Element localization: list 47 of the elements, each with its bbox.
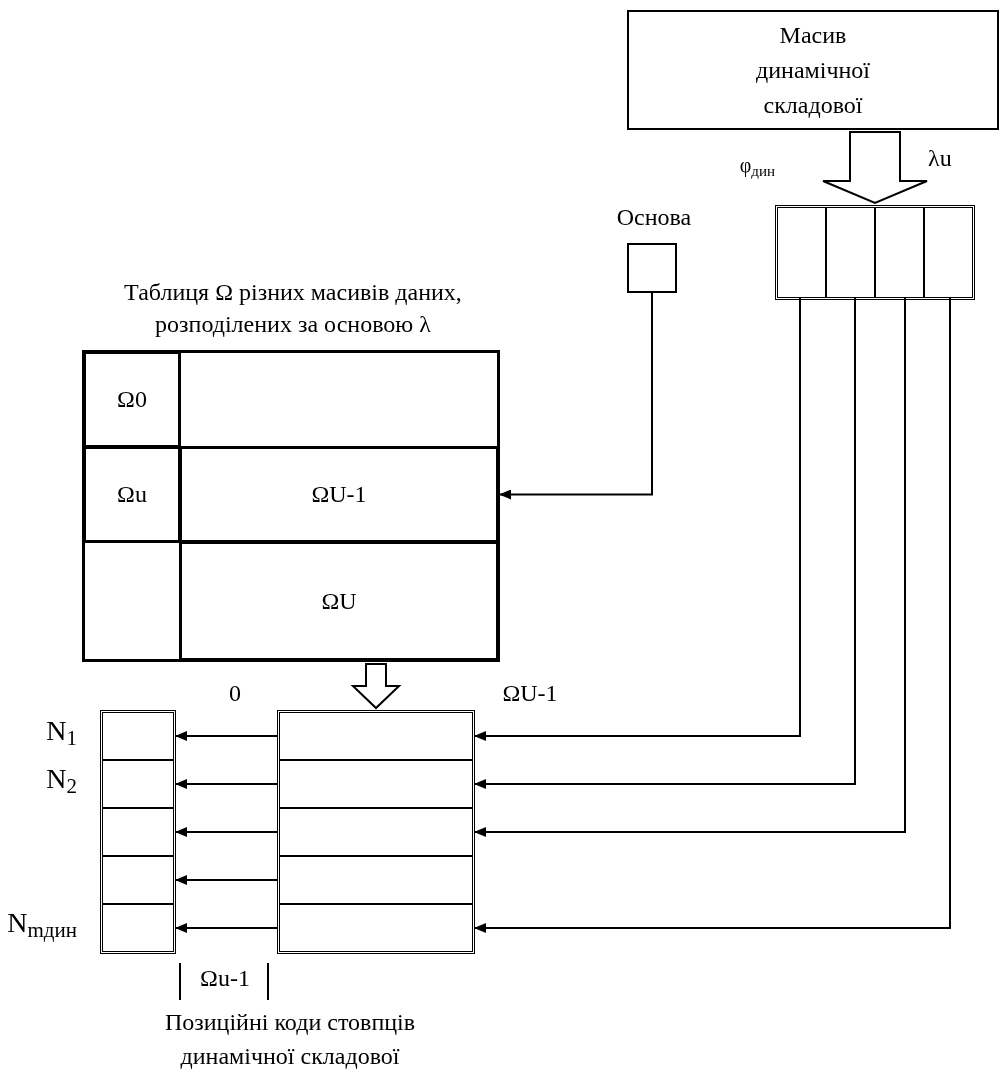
column-index-label: 0 xyxy=(228,679,242,708)
column-row xyxy=(279,808,473,856)
arrow xyxy=(175,875,278,885)
box-text: ΩU xyxy=(320,586,358,616)
hollow-arrow xyxy=(822,131,928,205)
heading-text: Основа xyxy=(615,203,693,232)
arrow xyxy=(499,292,653,500)
arrow xyxy=(175,779,278,789)
register-box xyxy=(775,205,975,300)
column-index-label: ΩU-1 xyxy=(501,679,559,708)
box-text: ΩU-1 xyxy=(310,480,368,509)
column-row xyxy=(279,712,473,760)
row-label: N$_{1}$ xyxy=(46,715,77,747)
column-row xyxy=(279,856,473,904)
table-cell xyxy=(84,447,180,542)
table-cell xyxy=(84,542,180,660)
box-text: Ωu xyxy=(116,480,148,509)
box-text: Ω0 xyxy=(116,385,148,414)
position-code-cell xyxy=(102,808,174,856)
arrow xyxy=(175,827,278,837)
hollow-arrow xyxy=(350,663,402,710)
row-label: N$_{2}$ xyxy=(46,763,77,795)
arrow xyxy=(175,923,278,933)
box-text: Масив динамічної складової xyxy=(755,20,871,120)
heading-text: Таблиця Ω різних масивів даних, розподілених за основою λ xyxy=(123,278,463,339)
phi-label: φ$_{дин}$ xyxy=(738,153,775,180)
register-cell xyxy=(826,207,875,298)
data-array-box xyxy=(627,10,999,130)
register-cell xyxy=(777,207,826,298)
register-cell xyxy=(924,207,973,298)
table-cell xyxy=(180,352,498,447)
arrow xyxy=(474,297,906,837)
absolute-value-label: Ωu-1 xyxy=(199,964,251,993)
position-code-cell xyxy=(102,856,174,904)
lambda-label: λu xyxy=(928,144,953,173)
arrow xyxy=(474,297,856,789)
column-row xyxy=(279,904,473,952)
table-cell xyxy=(180,542,498,660)
arrow xyxy=(474,297,951,933)
arrow xyxy=(474,297,801,741)
table-cell xyxy=(84,352,180,447)
column-row xyxy=(279,760,473,808)
column-box xyxy=(277,710,475,954)
register-cell xyxy=(875,207,924,298)
arrow xyxy=(175,731,278,741)
table-cell xyxy=(180,447,498,542)
caption-text: Позиційні коди стовпців динамічної складової xyxy=(163,1008,417,1071)
